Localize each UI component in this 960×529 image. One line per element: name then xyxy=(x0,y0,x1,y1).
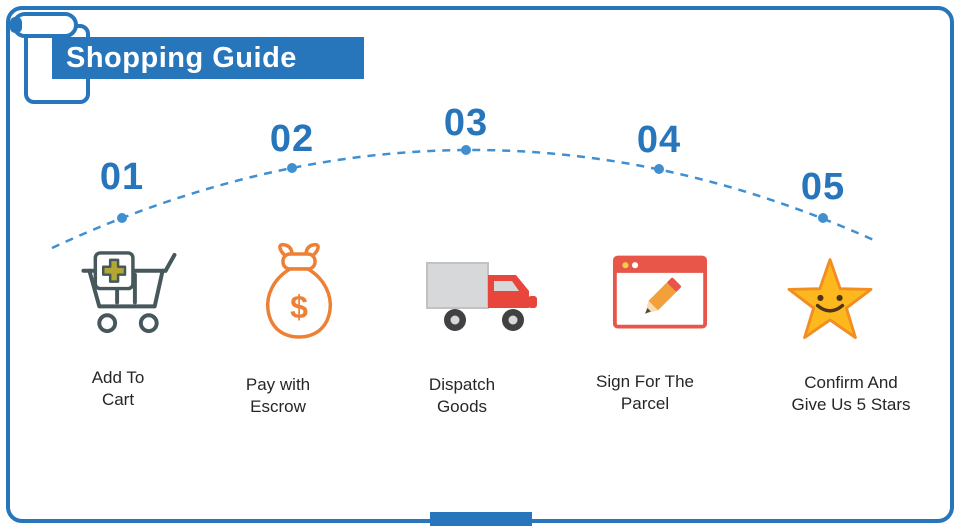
step-2-label: Pay with Escrow xyxy=(245,375,311,417)
arc-dot-4 xyxy=(654,164,664,174)
arc-dot-3 xyxy=(461,145,471,155)
delivery-truck-icon xyxy=(426,262,537,331)
step-2-number: 02 xyxy=(269,118,315,160)
step-4-number: 04 xyxy=(636,119,682,161)
step-1-label: Add To Cart xyxy=(91,368,145,410)
step-5-label: Confirm And Give Us 5 Stars xyxy=(791,373,911,415)
step-3-number: 03 xyxy=(443,102,489,144)
arc-dot-2 xyxy=(287,163,297,173)
arc-dot-5 xyxy=(818,213,828,223)
money-bag-icon: $ xyxy=(265,242,333,339)
step-3-label: Dispatch Goods xyxy=(428,375,496,417)
star-smile-icon xyxy=(787,258,873,340)
step-4-label: Sign For The Parcel xyxy=(596,372,694,414)
sign-document-icon xyxy=(612,255,708,329)
plus-icon xyxy=(102,258,127,283)
step-5-number: 05 xyxy=(800,166,846,208)
pencil-icon xyxy=(645,277,681,314)
dollar-sign: $ xyxy=(290,289,308,325)
bottom-ribbon-tab xyxy=(430,512,532,526)
title-banner: Shopping Guide xyxy=(52,37,364,79)
page-title: Shopping Guide xyxy=(66,41,297,74)
add-to-cart-icon xyxy=(81,251,177,334)
arc-dashed-line xyxy=(51,148,879,250)
step-1-number: 01 xyxy=(99,156,145,198)
arc-dot-1 xyxy=(117,213,127,223)
